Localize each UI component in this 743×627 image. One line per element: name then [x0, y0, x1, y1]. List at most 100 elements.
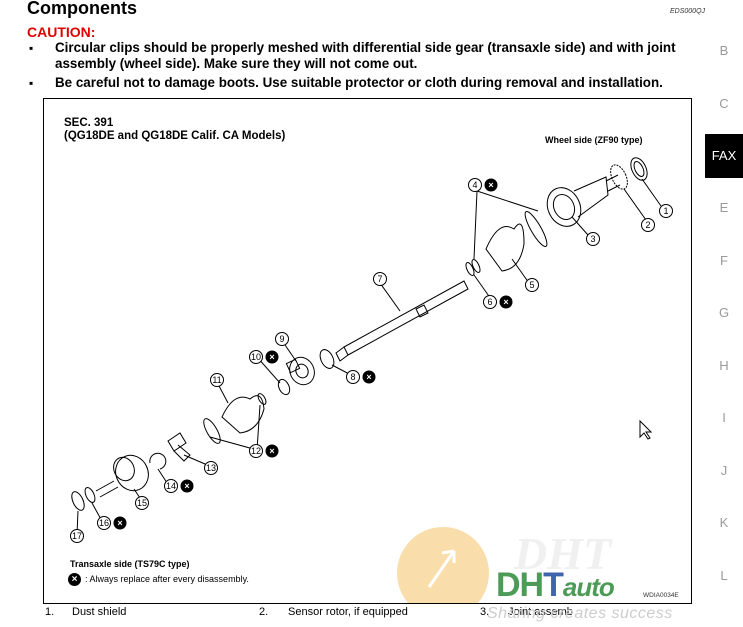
svg-text:3: 3: [590, 234, 595, 244]
svg-text:1: 1: [663, 206, 668, 216]
figure-id: WDIA0034E: [643, 592, 679, 599]
replace-marker-icon: [113, 516, 127, 530]
caution-item: ▪ Be careful not to damage boots. Use sui…: [27, 75, 717, 91]
svg-text:DHT: DHT: [513, 528, 613, 579]
svg-text:11: 11: [212, 375, 221, 385]
svg-text:14: 14: [166, 481, 176, 491]
part-number: 2.: [259, 606, 269, 618]
nav-item-fax[interactable]: FAX: [705, 134, 743, 178]
part-name: Dust shield: [72, 606, 127, 618]
sensor-rotor-part: [610, 164, 628, 190]
callout-11: 11: [210, 373, 224, 387]
nav-item-b[interactable]: B: [719, 43, 729, 58]
svg-text:4: 4: [472, 180, 477, 190]
replace-marker-icon: [484, 178, 498, 192]
callout-12: 12×: [249, 444, 279, 458]
drive-shaft-diagram: 1 2 3 4× 5 6× 7 8× 9 10× 11 12× 13 14× 1…: [70, 157, 673, 603]
callout-13: 13: [204, 461, 218, 475]
mouse-cursor-icon: [639, 419, 653, 440]
model-applicability: (QG18DE and QG18DE Calif. CA Models): [64, 130, 286, 142]
svg-text:15: 15: [137, 498, 147, 508]
svg-text:2: 2: [645, 220, 650, 230]
svg-text:5: 5: [529, 280, 534, 290]
nav-item-k[interactable]: K: [719, 515, 729, 530]
circlip-wheel-part: [465, 262, 475, 276]
snap-ring-part: [319, 349, 335, 369]
svg-text:9: 9: [279, 334, 284, 344]
part-number: 1.: [45, 606, 55, 618]
svg-text:×: ×: [117, 518, 122, 528]
watermark-brand: DHTauto: [496, 566, 615, 604]
section-heading: SEC. 391 (QG18DE and QG18DE Calif. CA Mo…: [64, 117, 285, 143]
stopper-ring-part: [277, 378, 291, 396]
nav-item-l[interactable]: L: [720, 567, 728, 583]
svg-text:×: ×: [184, 481, 189, 491]
nav-item-g[interactable]: G: [718, 305, 730, 320]
page-title: Components: [27, 0, 137, 18]
callout-5: 5: [525, 278, 539, 292]
callout-8: 8×: [346, 370, 376, 384]
nav-item-i[interactable]: I: [722, 410, 726, 425]
caution-label: CAUTION:: [27, 24, 96, 40]
section-index-nav: B C FAX E F G H I J K L: [705, 32, 743, 609]
nav-item-h[interactable]: H: [719, 357, 729, 373]
svg-text:×: ×: [269, 352, 274, 362]
callout-4: 4×: [468, 178, 498, 192]
svg-text:8: 8: [350, 372, 355, 382]
shaft-part: [343, 280, 469, 356]
callout-7: 7: [373, 272, 387, 286]
housing-part: [167, 432, 187, 452]
callout-17: 17: [70, 529, 84, 543]
svg-text:×: ×: [488, 180, 493, 190]
svg-text:13: 13: [206, 463, 216, 473]
replace-marker-icon: [265, 350, 279, 364]
bullet-icon: ▪: [29, 41, 34, 55]
nav-item-f[interactable]: F: [720, 252, 728, 268]
part-name: Sensor rotor, if equipped: [288, 606, 408, 618]
transaxle-side-label: Transaxle side (TS79C type): [70, 559, 190, 569]
nav-item-e[interactable]: E: [719, 200, 729, 215]
callout-2: 2: [641, 218, 655, 232]
nav-item-j[interactable]: J: [720, 462, 728, 478]
svg-text:7: 7: [377, 274, 382, 284]
svg-text:10: 10: [251, 352, 261, 362]
bullet-icon: ▪: [29, 76, 34, 90]
watermark-tagline: Sharing creates success: [487, 605, 673, 622]
dust-shield-part: [630, 157, 648, 181]
watermark-logo: DHT: [397, 527, 613, 603]
svg-text:17: 17: [72, 531, 82, 541]
legend: × : Always replace after every disassembl…: [68, 573, 249, 586]
callout-16: 16 ×: [97, 516, 127, 530]
svg-text:6: 6: [487, 297, 492, 307]
nav-item-c[interactable]: C: [719, 95, 729, 111]
joint-assembly-wheel-part: [546, 187, 582, 227]
dust-shield-transaxle-part: [71, 491, 85, 511]
exploded-view-figure: 1 2 3 4× 5 6× 7 8× 9 10× 11 12× 13 14× 1…: [43, 98, 692, 604]
caution-item-text: Be careful not to damage boots. Use suit…: [55, 75, 663, 90]
part-number: 3.: [480, 606, 490, 618]
replace-marker-icon: [499, 295, 513, 309]
section-number: SEC. 391: [64, 117, 114, 129]
legend-text: : Always replace after every disassembly…: [85, 573, 249, 584]
spider-assembly-part: [289, 356, 315, 386]
replace-marker-icon: ×: [68, 573, 81, 586]
caution-item: ▪ Circular clips should be properly meshe…: [27, 40, 717, 72]
boot-wheel-part: [485, 223, 525, 272]
callout-6: 6×: [483, 295, 513, 309]
svg-text:16: 16: [99, 518, 109, 528]
part-name: Joint assemb: [508, 606, 573, 618]
replace-marker-icon: [362, 370, 376, 384]
svg-text:×: ×: [366, 372, 371, 382]
callout-15: 15: [135, 496, 149, 510]
doc-id: EDS000QJ: [670, 8, 706, 15]
boot-band-part: [524, 211, 548, 247]
joint-assembly-transaxle-part: [115, 454, 149, 492]
callout-10: 10 ×: [249, 350, 279, 364]
caution-item-text: Circular clips should be properly meshed…: [55, 40, 676, 71]
boot-transaxle-part: [221, 395, 265, 434]
replace-marker-icon: [180, 479, 194, 493]
caution-list: ▪ Circular clips should be properly meshe…: [27, 40, 717, 94]
callout-9: 9: [275, 332, 289, 346]
circular-clip-part: [149, 452, 167, 470]
svg-text:12: 12: [251, 446, 261, 456]
